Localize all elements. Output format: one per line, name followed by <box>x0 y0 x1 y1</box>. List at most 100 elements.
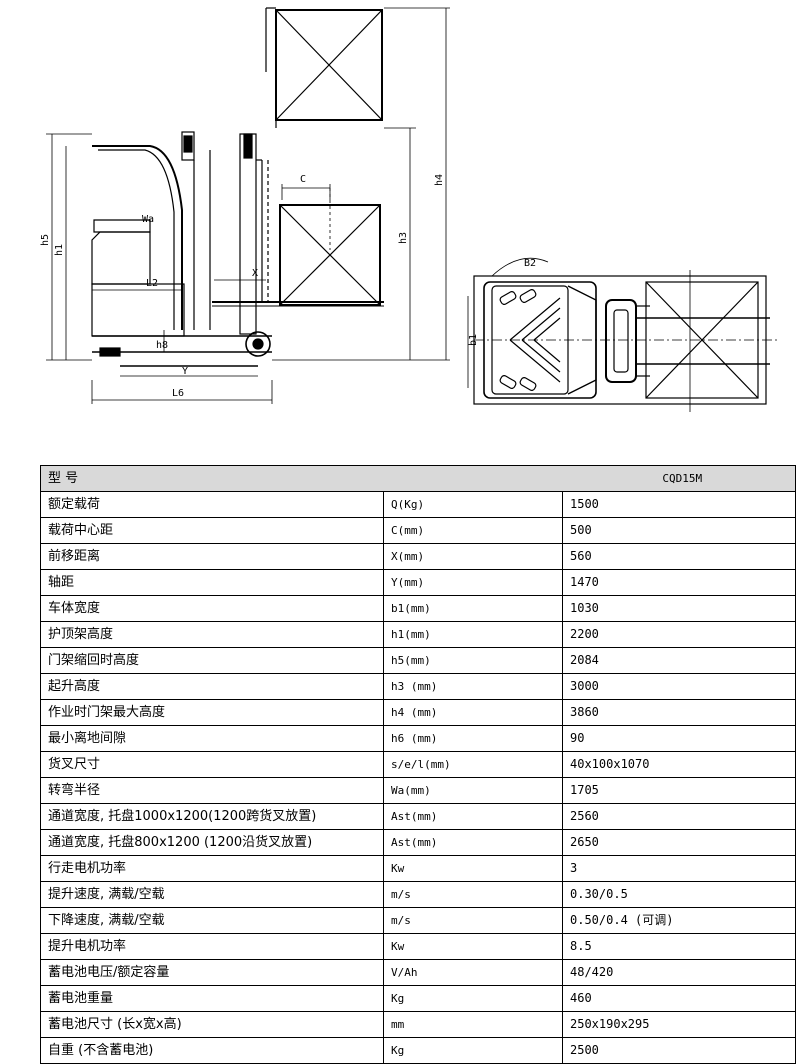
spec-unit: mm <box>383 1011 563 1038</box>
label-x: X <box>252 268 258 279</box>
spec-unit: X(mm) <box>383 543 563 570</box>
spec-unit: Kw <box>383 855 563 882</box>
spec-name: 作业时门架最大高度 <box>40 699 384 726</box>
spec-unit: b1(mm) <box>383 595 563 622</box>
spec-name: 门架缩回时高度 <box>40 647 384 674</box>
spec-value: 48/420 <box>562 959 796 986</box>
spec-unit: C(mm) <box>383 517 563 544</box>
raised-load-box <box>275 9 383 121</box>
spec-value: 500 <box>562 517 796 544</box>
spec-name: 通道宽度, 托盘1000x1200(1200跨货叉放置) <box>40 803 384 830</box>
spec-name: 起升高度 <box>40 673 384 700</box>
spec-name: 通道宽度, 托盘800x1200 (1200沿货叉放置) <box>40 829 384 856</box>
spec-name: 最小离地间隙 <box>40 725 384 752</box>
spec-unit: Kg <box>383 1037 563 1064</box>
spec-value: 460 <box>562 985 796 1012</box>
label-b2: B2 <box>524 258 536 269</box>
truck-body <box>91 283 185 337</box>
spec-name: 车体宽度 <box>40 595 384 622</box>
spec-value: 3 <box>562 855 796 882</box>
spec-value: 2200 <box>562 621 796 648</box>
spec-unit: s/e/l(mm) <box>383 751 563 778</box>
spec-header-row: 型 号 CQD15M <box>40 465 796 492</box>
spec-value: 250x190x295 <box>562 1011 796 1038</box>
spec-value: 0.50/0.4 (可调) <box>562 907 796 934</box>
spec-name: 货叉尺寸 <box>40 751 384 778</box>
spec-name: 轴距 <box>40 569 384 596</box>
spec-value: 2560 <box>562 803 796 830</box>
spec-value: 3860 <box>562 699 796 726</box>
spec-value: 1470 <box>562 569 796 596</box>
lowered-load-box <box>279 204 381 306</box>
spec-value: 90 <box>562 725 796 752</box>
spec-unit: h3 (mm) <box>383 673 563 700</box>
label-h1: h1 <box>54 244 65 256</box>
spec-unit: Ast(mm) <box>383 803 563 830</box>
spec-name: 蓄电池电压/额定容量 <box>40 959 384 986</box>
spec-name: 自重 (不含蓄电池) <box>40 1037 384 1064</box>
label-l6: L6 <box>172 388 184 399</box>
spec-name: 蓄电池重量 <box>40 985 384 1012</box>
front-wheel <box>245 331 271 357</box>
spec-unit: Wa(mm) <box>383 777 563 804</box>
spec-name: 护顶架高度 <box>40 621 384 648</box>
spec-name: 转弯半径 <box>40 777 384 804</box>
spec-value: 8.5 <box>562 933 796 960</box>
label-h3: h3 <box>398 232 409 244</box>
mast <box>239 133 257 335</box>
spec-name: 提升电机功率 <box>40 933 384 960</box>
spec-value: 3000 <box>562 673 796 700</box>
spec-name: 载荷中心距 <box>40 517 384 544</box>
label-l2: L2 <box>146 278 158 289</box>
spec-name: 下降速度, 满载/空载 <box>40 907 384 934</box>
spec-value: 1705 <box>562 777 796 804</box>
spec-name: 行走电机功率 <box>40 855 384 882</box>
spec-unit: h6 (mm) <box>383 725 563 752</box>
spec-name: 蓄电池尺寸 (长x宽x高) <box>40 1011 384 1038</box>
spec-row: 通道宽度, 托盘800x1200 (1200沿货叉放置)Ast(mm)2650 <box>40 829 796 856</box>
forklift-technical-drawing: C Wa L2 X h8 Y L6 h5 h1 h3 h4 <box>40 7 780 412</box>
label-c: C <box>300 174 306 185</box>
spec-value: 1500 <box>562 491 796 518</box>
label-h4: h4 <box>434 174 445 186</box>
spec-unit: h4 (mm) <box>383 699 563 726</box>
header-spacer <box>383 465 563 492</box>
spec-value: 2084 <box>562 647 796 674</box>
spec-unit: Q(Kg) <box>383 491 563 518</box>
spec-unit: Y(mm) <box>383 569 563 596</box>
header-label: 型 号 <box>40 465 384 492</box>
spec-unit: Kw <box>383 933 563 960</box>
spec-name: 提升速度, 满载/空载 <box>40 881 384 908</box>
spec-unit: V/Ah <box>383 959 563 986</box>
spec-value: 40x100x1070 <box>562 751 796 778</box>
spec-unit: h1(mm) <box>383 621 563 648</box>
spec-unit: Ast(mm) <box>383 829 563 856</box>
label-b1: b1 <box>468 334 479 346</box>
side-view <box>46 7 450 404</box>
spec-name: 前移距离 <box>40 543 384 570</box>
spec-name: 额定载荷 <box>40 491 384 518</box>
spec-value: 2500 <box>562 1037 796 1064</box>
spec-unit: m/s <box>383 881 563 908</box>
overhead-guard <box>92 145 183 330</box>
